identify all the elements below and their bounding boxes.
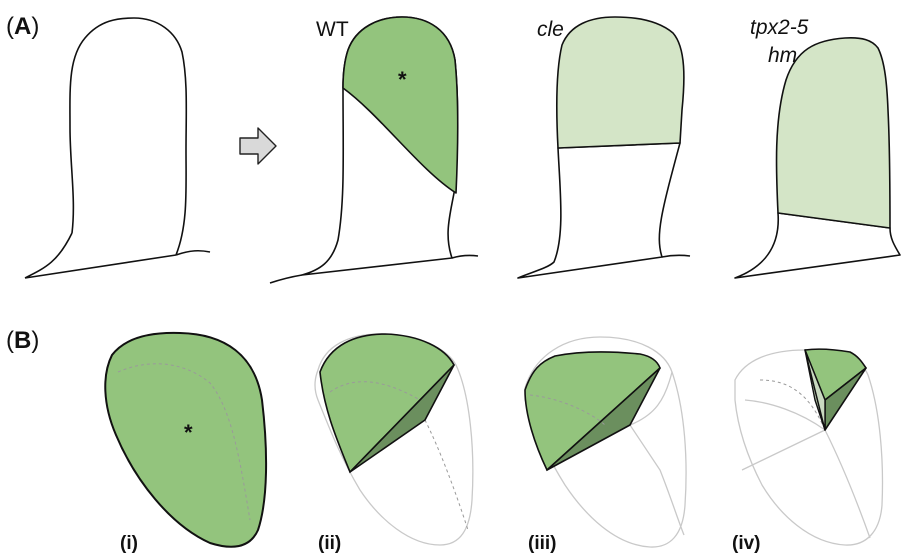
sublabel-iv: (iv) <box>732 533 761 553</box>
cle-light-green-region <box>556 16 685 149</box>
sublabel-ii: (ii) <box>318 533 341 553</box>
genotype-wt-label: WT <box>316 18 349 41</box>
cell-3d-i-green-body <box>104 331 268 548</box>
genotype-cle-label: cle <box>537 18 564 41</box>
cell-3d-ii-green-top <box>319 333 455 474</box>
cell-cle <box>517 16 691 279</box>
cell-wt: * <box>269 16 479 284</box>
cell-3d-iv: (iv) <box>732 348 884 553</box>
panel-a-label: (A) <box>6 13 39 40</box>
cell-initial <box>24 17 211 279</box>
sublabel-iii: (iii) <box>528 533 557 553</box>
cell-3d-ii-dark-face <box>349 364 455 473</box>
cell-3d-iii: (iii) <box>524 336 687 553</box>
tpx-light-green-region <box>775 37 891 229</box>
genotype-tpx-label-line1: tpx2-5 <box>750 16 809 39</box>
panel-b-label: (B) <box>6 327 39 354</box>
cell-3d-iv-side-face <box>804 349 826 431</box>
sublabel-i: (i) <box>120 533 138 553</box>
right-arrow-icon <box>239 127 277 165</box>
wt-green-region <box>342 16 459 194</box>
genotype-tpx-label-line2: hm <box>768 44 797 67</box>
cell-3d-iii-green-top <box>524 351 661 472</box>
cell-3d-i: * (i) <box>104 331 268 553</box>
cell-3d-i-asterisk: * <box>184 420 193 445</box>
wt-asterisk: * <box>398 67 407 92</box>
cell-tpx2-5-hm <box>734 37 901 279</box>
cell-3d-iii-dark-face <box>546 367 661 471</box>
cell-3d-ii: (ii) <box>314 333 474 553</box>
